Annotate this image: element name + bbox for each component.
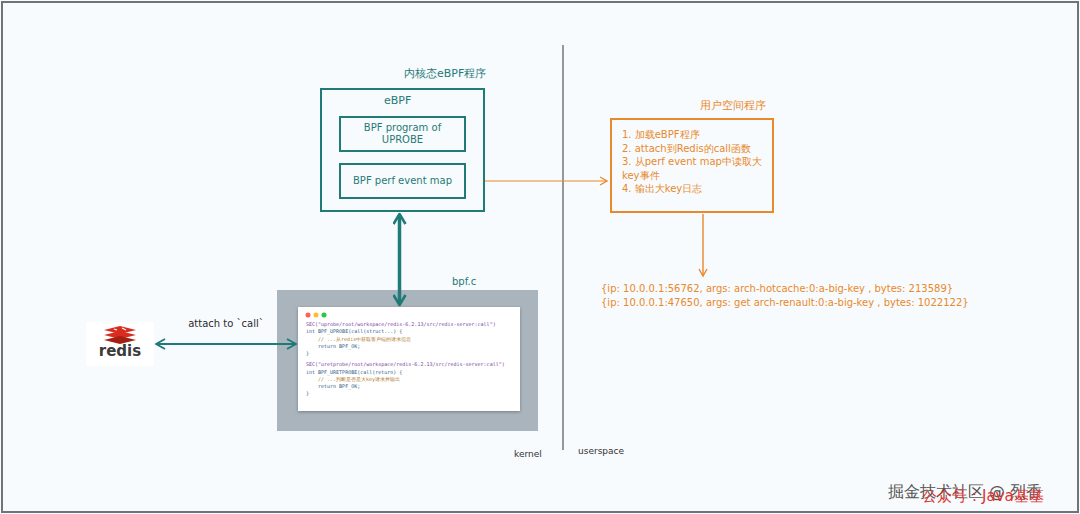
code-line: SEC("uretprobe/root/workspace/redis-6.2.… [306,361,514,368]
window-buttons [304,311,334,319]
window-button [314,313,319,318]
redis-wordmark: redis [86,344,154,359]
window-button [322,313,327,318]
edge-label: attach to `call` [186,318,266,329]
userspace-program-box: 用户空间程序1. 加载eBPF程序2. attach到Redis的call函数3… [610,118,774,213]
file-name: bpf.c [452,276,476,287]
code-line: } [306,390,514,397]
cube-marks [114,328,126,330]
code-line: // ...从redis中获取客户端的请求信息 [306,336,514,343]
step-item: 3. 从perf event map中读取大key事件 [622,155,766,182]
box-title: eBPF [384,94,411,107]
watermark: 公众号：Java基基 [922,487,1044,506]
connector-arrow [157,343,295,345]
region-label: userspace [578,446,624,456]
code-line: return BPF_OK; [306,343,514,350]
code-screenshot-ground [277,290,538,431]
code-line: } [306,350,514,357]
code-line: // ...判断是否是大key请求并输出 [306,376,514,383]
box-heading: 内核态eBPF程序 [404,66,486,81]
perf-event-map-box: BPF perf event map [339,163,466,199]
connector-arrow [469,180,607,181]
code-line: int BPF_UPROBE(call(struct...) { [306,328,514,335]
code-window: bpf.cSEC("uprobe/root/workspace/redis-6.… [298,307,520,411]
log-output: {ip: 10.0.0.1:56762, args: arch-hotcache… [601,283,953,294]
uprobe-program-box: BPF program of UPROBE [339,116,466,152]
window-button [306,313,311,318]
output-arrow [702,214,703,276]
log-output: {ip: 10.0.0.1:47650, args: get arch-rena… [601,297,969,308]
code-line: SEC("uprobe/root/workspace/redis-6.2.13/… [306,321,514,328]
box-heading: 用户空间程序 [700,98,766,113]
cube-layer [104,336,136,344]
connector-arrow [398,215,402,304]
redis-logo: redis [86,322,154,366]
redis-cube-icon [100,324,140,346]
step-item: 1. 加载eBPF程序 [622,128,766,142]
step-item: 4. 输出大key日志 [622,182,766,196]
region-label: kernel [514,449,542,459]
box-label: BPF perf event map [353,175,452,188]
ebpf-kernel-box: 内核态eBPF程序eBPFBPF program of UPROBEBPF pe… [320,88,485,212]
kernel-userspace-divider [562,45,563,450]
step-item: 2. attach到Redis的call函数 [622,142,766,156]
code-line: return BPF_OK; [306,383,514,390]
code-line: int BPF_URETPROBE(call(return) { [306,369,514,376]
box-label: BPF program of UPROBE [347,122,458,147]
